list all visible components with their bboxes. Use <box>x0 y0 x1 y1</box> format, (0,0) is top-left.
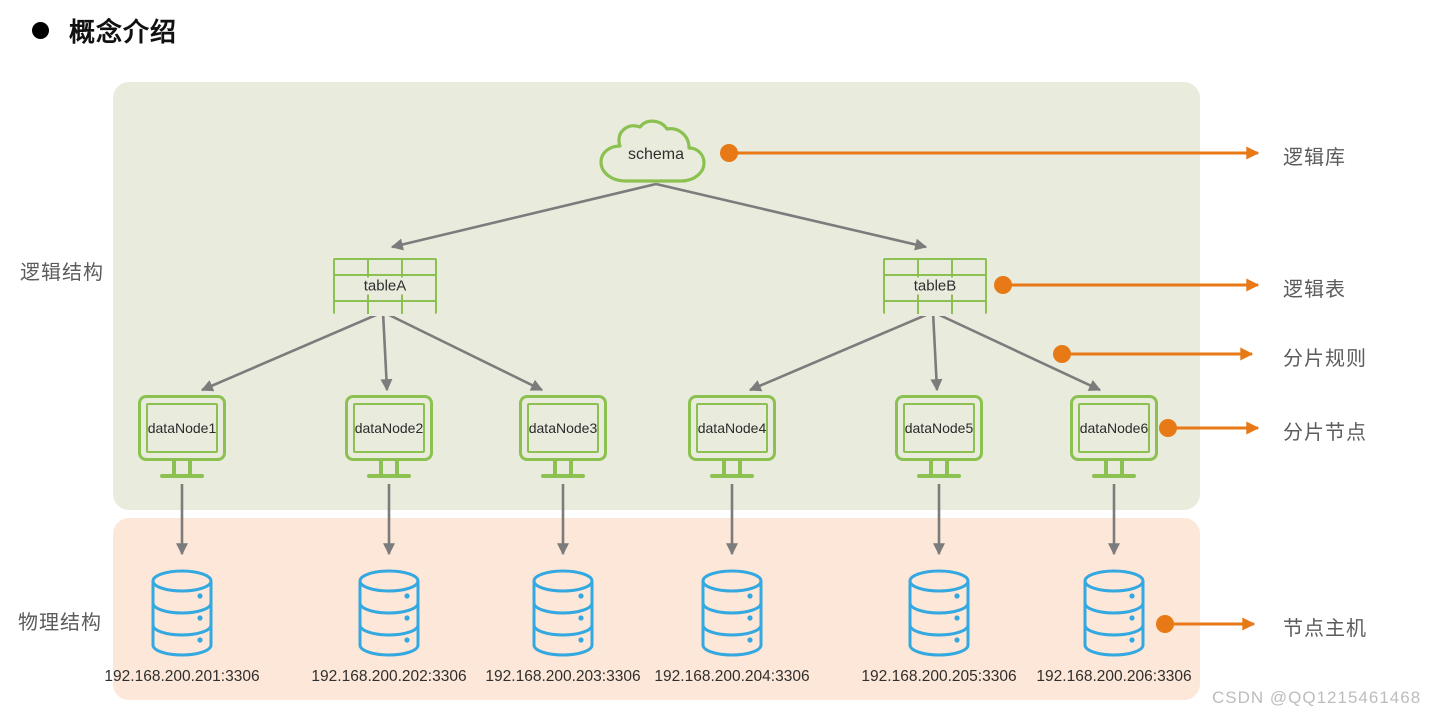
datanode6-monitor-icon: dataNode6 <box>1070 395 1158 481</box>
table-a-label: tableA <box>358 277 412 295</box>
annotation-shard-rule: 分片规则 <box>1283 348 1367 370</box>
schema-cloud-icon <box>599 119 706 183</box>
schema-label: schema <box>627 146 685 163</box>
datanode5-monitor-icon: dataNode5 <box>895 395 983 481</box>
logical-structure-label: 逻辑结构 <box>20 262 104 284</box>
database-cylinder-icon <box>532 569 594 657</box>
datanode2-monitor-icon: dataNode2 <box>345 395 433 481</box>
database-cylinder-icon <box>151 569 213 657</box>
host-ip: 192.168.200.203:3306 <box>485 668 641 685</box>
datanode1-monitor-icon: dataNode1 <box>138 395 226 481</box>
datanode5-label: dataNode5 <box>904 420 974 436</box>
annotation-node-host: 节点主机 <box>1283 618 1367 640</box>
page-title: 概念介绍 <box>32 12 177 49</box>
host-ip: 192.168.200.206:3306 <box>1036 668 1192 685</box>
annotation-shard-node: 分片节点 <box>1283 422 1367 444</box>
host-ip: 192.168.200.201:3306 <box>104 668 260 685</box>
physical-structure-label: 物理结构 <box>18 612 102 634</box>
annotation-logical-table: 逻辑表 <box>1283 279 1346 301</box>
host-ip: 192.168.200.205:3306 <box>861 668 1017 685</box>
bullet-icon <box>32 22 49 39</box>
datanode2-label: dataNode2 <box>354 420 424 436</box>
datanode6-label: dataNode6 <box>1079 420 1149 436</box>
physical-structure-panel <box>113 518 1200 700</box>
datanode4-label: dataNode4 <box>697 420 767 436</box>
datanode3-monitor-icon: dataNode3 <box>519 395 607 481</box>
page-title-text: 概念介绍 <box>69 17 178 47</box>
host-ip: 192.168.200.202:3306 <box>311 668 467 685</box>
datanode4-monitor-icon: dataNode4 <box>688 395 776 481</box>
annotation-logical-db: 逻辑库 <box>1283 147 1346 169</box>
datanode1-label: dataNode1 <box>147 420 217 436</box>
database-cylinder-icon <box>1083 569 1145 657</box>
database-cylinder-icon <box>358 569 420 657</box>
watermark: CSDN @QQ1215461468 <box>1212 688 1422 707</box>
logical-table-b: tableB <box>883 258 987 316</box>
host-ip: 192.168.200.204:3306 <box>654 668 810 685</box>
table-b-label: tableB <box>908 277 962 295</box>
database-cylinder-icon <box>701 569 763 657</box>
database-cylinder-icon <box>908 569 970 657</box>
datanode3-label: dataNode3 <box>528 420 598 436</box>
logical-table-a: tableA <box>333 258 437 316</box>
